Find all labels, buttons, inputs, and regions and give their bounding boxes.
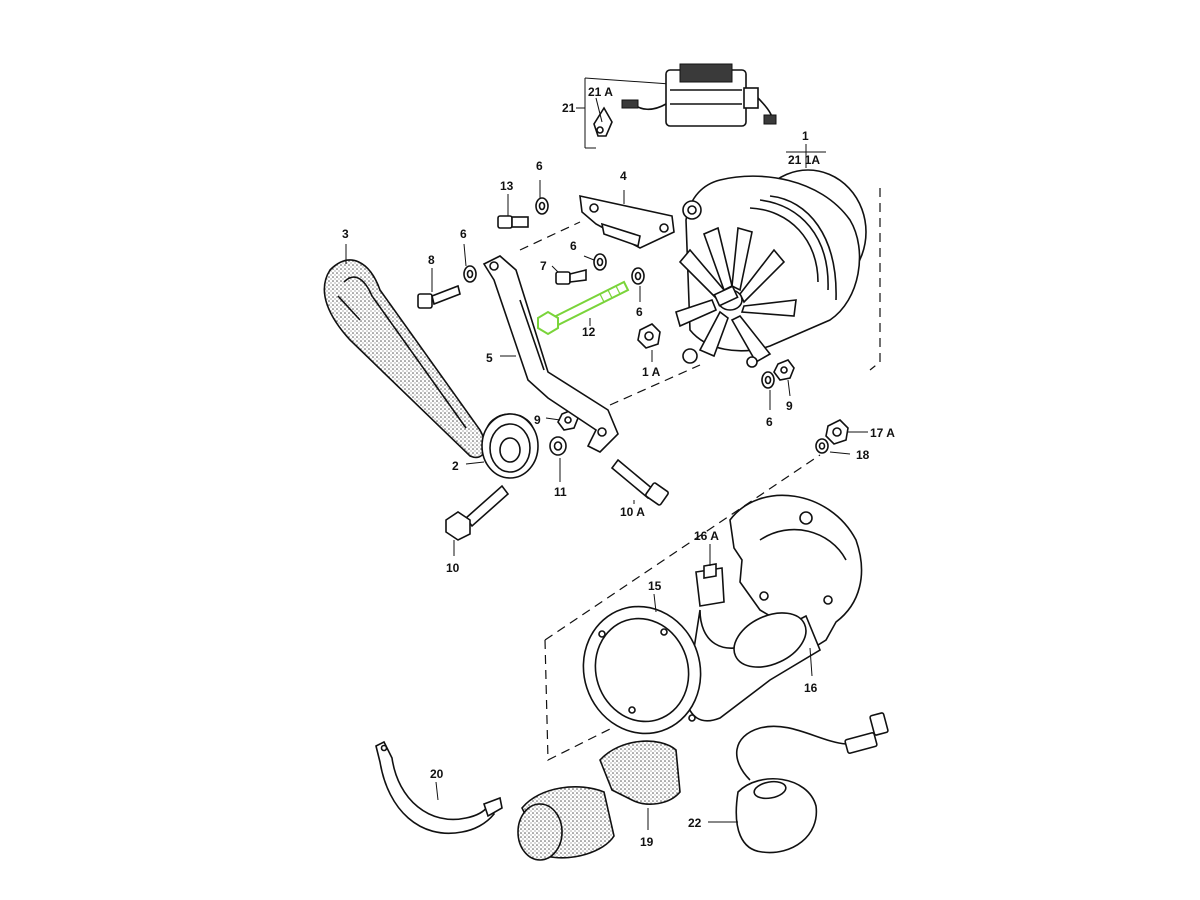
label-9-right: 9 xyxy=(786,399,793,413)
label-22: 22 xyxy=(688,816,702,830)
label-1a: 1 A xyxy=(642,365,661,379)
label-21: 21 xyxy=(562,101,576,115)
hose-pieces xyxy=(517,740,681,861)
label-21-1a: 21 1A xyxy=(788,153,820,167)
part-labels: 1 21 1A 21 21 A 13 6 4 3 6 8 6 7 6 12 5 … xyxy=(342,85,895,849)
alternator-fan xyxy=(675,226,797,364)
long-bolt-highlighted xyxy=(537,280,630,336)
label-20: 20 xyxy=(430,767,444,781)
pulley xyxy=(481,413,539,479)
label-21a: 21 A xyxy=(588,85,613,99)
fan-housing xyxy=(685,494,863,722)
temperature-sensor xyxy=(735,712,889,854)
label-10a: 10 A xyxy=(620,505,645,519)
label-4: 4 xyxy=(620,169,627,183)
label-5: 5 xyxy=(486,351,493,365)
adjusting-arm xyxy=(482,255,619,453)
label-2: 2 xyxy=(452,459,459,473)
label-12: 12 xyxy=(582,325,596,339)
label-18: 18 xyxy=(856,448,870,462)
label-11: 11 xyxy=(554,485,567,499)
label-6-mid: 6 xyxy=(570,239,577,253)
label-16a: 16 A xyxy=(694,529,719,543)
fasteners xyxy=(417,197,849,541)
assembly-dashed-outline xyxy=(519,188,881,761)
gasket-ring xyxy=(582,605,702,735)
label-6-top: 6 xyxy=(536,159,543,173)
label-19: 19 xyxy=(640,835,654,849)
label-17a: 17 A xyxy=(870,426,895,440)
label-3: 3 xyxy=(342,227,349,241)
clamp-strap xyxy=(375,740,503,835)
voltage-regulator xyxy=(576,63,777,149)
label-1: 1 xyxy=(802,129,809,143)
drive-belt xyxy=(323,259,486,459)
label-6-left: 6 xyxy=(460,227,467,241)
label-10: 10 xyxy=(446,561,460,575)
label-7: 7 xyxy=(540,259,547,273)
label-6-lower: 6 xyxy=(766,415,773,429)
label-8: 8 xyxy=(428,253,435,267)
mounting-bracket xyxy=(579,194,675,249)
label-9-left: 9 xyxy=(534,413,541,427)
alternator xyxy=(675,169,867,368)
label-16: 16 xyxy=(804,681,818,695)
label-15: 15 xyxy=(648,579,662,593)
label-13: 13 xyxy=(500,179,514,193)
label-6-right: 6 xyxy=(636,305,643,319)
leader-lines xyxy=(345,97,868,830)
